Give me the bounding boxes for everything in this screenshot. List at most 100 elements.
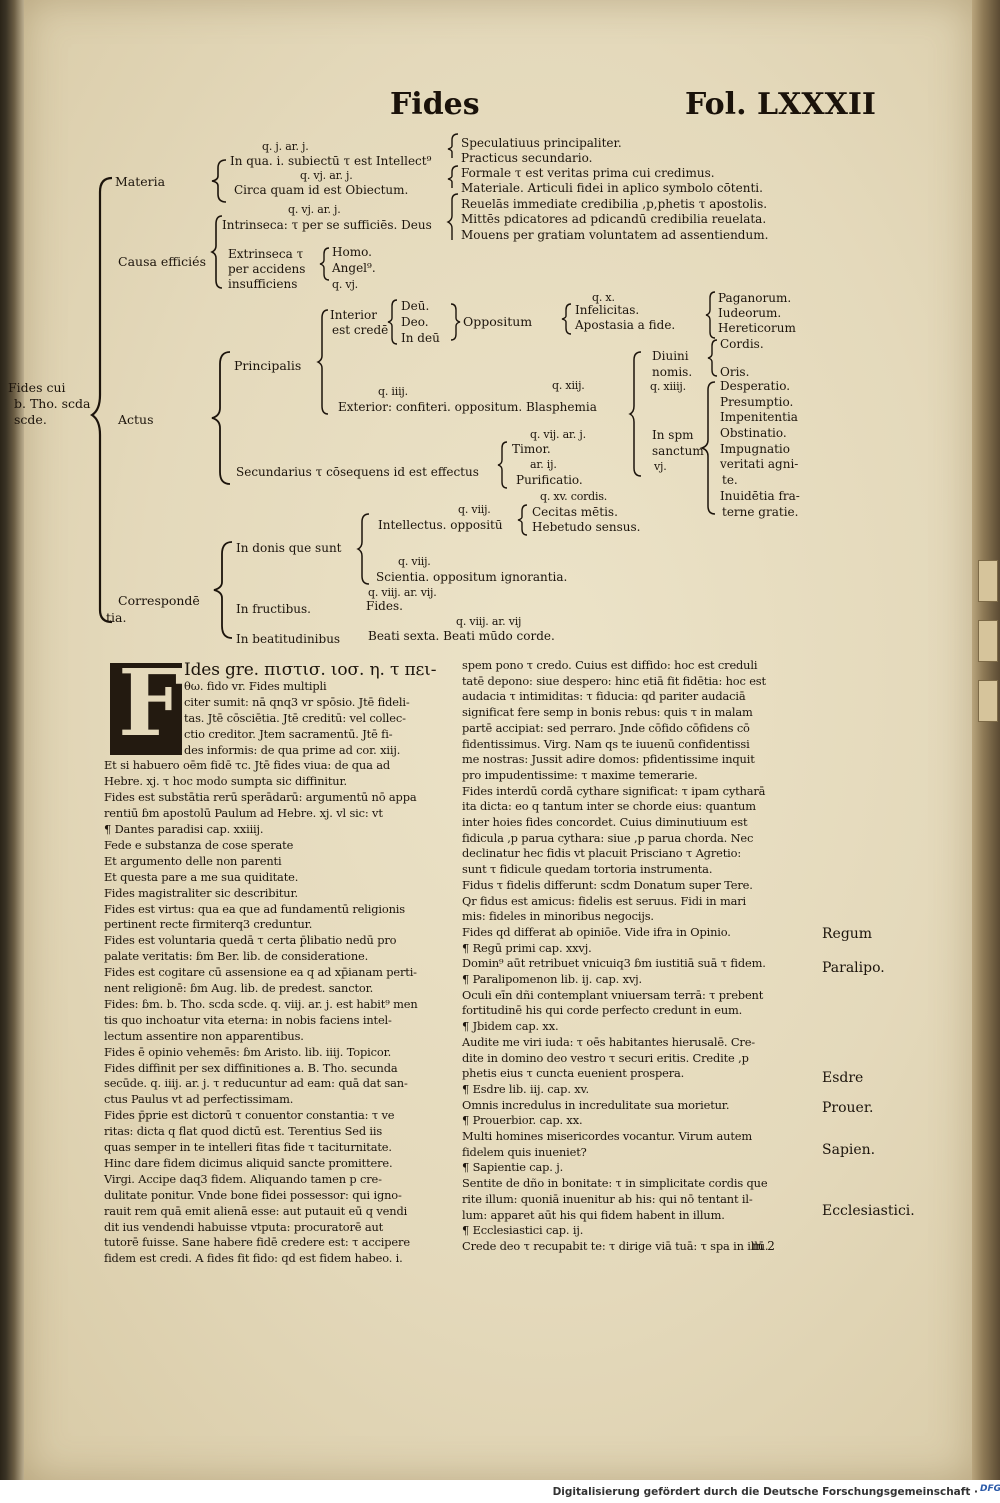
- right-column-line: significat fere semp in bonis rebus: qui…: [462, 705, 753, 719]
- diagram-leaf: Deo.: [401, 315, 429, 329]
- right-column-line: phetis eius τ cuncta euenient prospera.: [462, 1066, 685, 1080]
- reference: q. viij.: [458, 503, 491, 516]
- diagram-leaf: Obstinatio.: [720, 426, 787, 440]
- left-column-line: dulitate ponitur. Vnde bone fidei posses…: [104, 1188, 402, 1202]
- left-column-line: citer sumit: nā qnq3 vr spōsio. Jtē fide…: [184, 695, 410, 709]
- causa-extrinseca: per accidens: [228, 262, 306, 276]
- diagram-leaf: Inuidētia fra-: [720, 489, 800, 503]
- right-column-line: Qr fidus est amicus: fidelis est seruus.…: [462, 894, 747, 908]
- right-column-line: Multi homines misericordes vocantur. Vir…: [462, 1129, 753, 1143]
- right-column-line: fortitudinē his qui corde perfecto credu…: [462, 1003, 743, 1017]
- corr-in-beatitudinibus: In beatitudinibus: [236, 632, 341, 646]
- brace: [319, 247, 330, 281]
- left-column-line: Fides est voluntaria quedā τ certa p̄lib…: [104, 933, 397, 947]
- reference: q. vj. ar. j.: [288, 203, 341, 216]
- right-column-line: dite in domino deo vestro τ securi eriti…: [462, 1051, 749, 1065]
- diagram-leaf: Timor.: [512, 442, 551, 456]
- left-column-line: ¶ Dantes paradisi cap. xxiiij.: [104, 822, 264, 836]
- margin-note: Paralipo.: [822, 960, 885, 976]
- diagram-leaf: Hereticorum: [718, 321, 796, 335]
- diagram-leaf: terne gratie.: [722, 505, 799, 519]
- reference: q. xiij.: [552, 379, 585, 392]
- actus-secundarius: Secundarius τ cōsequens id est effectus: [236, 465, 479, 479]
- right-column-line: Sentite de dño in bonitate: τ in simplic…: [462, 1176, 768, 1190]
- diagram-leaf: Beati sexta. Beati mūdo corde.: [368, 629, 555, 643]
- left-column-line: Hinc dare fidem dicimus aliquid sancte p…: [104, 1156, 393, 1170]
- branch-materia: Materia: [115, 174, 166, 189]
- diagram-leaf: Mittēs pdicatores ad pdicandū credibilia…: [461, 212, 767, 226]
- right-column-line: fidicula ,p parua cythara: siue ,p parua…: [462, 831, 754, 845]
- brace: [356, 513, 370, 585]
- left-column-line: pertinent recte firmiterq3 creduntur.: [104, 917, 313, 931]
- left-column-line: quas semper in te intelleri fitas fide τ…: [104, 1140, 392, 1154]
- causa-extrinseca: insufficiens: [228, 277, 298, 291]
- edge-thumb-tab: [978, 680, 998, 722]
- right-column-line: mis: fideles in minoribus negocijs.: [462, 909, 654, 923]
- brace: [705, 291, 716, 339]
- diagram-leaf: Infelicitas.: [575, 303, 640, 317]
- brace: [707, 339, 718, 377]
- tree-root-line: b. Tho. scda: [14, 396, 91, 411]
- materia-subiectum: In qua. i. subiectū τ est Intellect⁹: [230, 154, 432, 168]
- right-column-line: declinatur hec fidis vt placuit Priscian…: [462, 846, 742, 860]
- left-column-line: tis quo inchoatur vita eterna: in nobis …: [104, 1013, 392, 1027]
- margin-note: Prouer.: [822, 1100, 874, 1116]
- reference: q. vj.: [332, 278, 358, 291]
- left-column-line: Hebre. xj. τ hoc modo sumpta sic diffini…: [104, 774, 348, 788]
- left-column-line: Fede e substanza de cose sperate: [104, 838, 294, 852]
- corr-intellectus: Intellectus. oppositū: [378, 518, 503, 532]
- actus-interior: Interior: [330, 308, 377, 322]
- left-column-line: Et argumento delle non parenti: [104, 854, 282, 868]
- right-column-line: ¶ Esdre lib. iij. cap. xv.: [462, 1082, 589, 1096]
- diagram-leaf: Deū.: [401, 299, 430, 313]
- signature-mark: m 2: [752, 1239, 775, 1253]
- reference: q. iiij.: [378, 385, 408, 398]
- right-column-line: sunt τ fidicule quedam tortoria instrume…: [462, 862, 713, 876]
- diagram-leaf: Reuelās immediate credibilia ,p,phetis τ…: [461, 197, 768, 211]
- left-column-line: Et si habuero oēm fidē τc. Jtē fides viu…: [104, 758, 390, 772]
- left-column-line: rauit rem quā emit alienā esse: aut puta…: [104, 1204, 408, 1218]
- brace: [700, 381, 716, 515]
- left-column-line: nent religionē: ɓm Aug. lib. de predest.…: [104, 981, 374, 995]
- funding-credit: Digitalisierung gefördert durch die Deut…: [552, 1486, 978, 1498]
- left-column-line: secūde. q. iiij. ar. j. τ reducuntur ad …: [104, 1076, 408, 1090]
- right-column-line: partē accipiat: sed perraro. Jnde cōfido…: [462, 721, 750, 735]
- left-column-line: Fides p̄prie est dictorū τ conuentor con…: [104, 1108, 395, 1122]
- diagram-leaf: nomis.: [652, 365, 693, 379]
- margin-note: Ecclesiastici.: [822, 1203, 915, 1219]
- left-column-line: ritas: dicta q flat quod dictū est. Tere…: [104, 1124, 383, 1138]
- diagram-leaf: Apostasia a fide.: [575, 318, 676, 332]
- margin-note: Regum: [822, 926, 873, 942]
- causa-extrinseca: Extrinseca τ: [228, 247, 304, 261]
- brace: [211, 351, 231, 485]
- actus-interior: est credē: [332, 323, 389, 337]
- left-column-line: des informis: de qua prime ad cor. xiij.: [184, 743, 401, 757]
- causa-leaf: Homo.: [332, 245, 372, 259]
- brace: [210, 215, 223, 289]
- left-column-line: Fides diffinit per sex diffinitiones a. …: [104, 1061, 398, 1075]
- right-column-line: ¶ Paralipomenon lib. ij. cap. xvj.: [462, 972, 643, 986]
- diagram-leaf: Desperatio.: [720, 379, 791, 393]
- edge-thumb-tab: [978, 620, 998, 662]
- diagram-leaf: sanctum: [652, 444, 704, 458]
- diagram-leaf: te.: [722, 473, 738, 487]
- left-column-line: Et questa pare a me sua quiditate.: [104, 870, 299, 884]
- right-column-line: Omnis incredulus in incredulitate sua mo…: [462, 1098, 730, 1112]
- book-page: [24, 0, 972, 1480]
- left-column-line: palate veritatis: ɓm Ber. lib. de consid…: [104, 949, 369, 963]
- brace: [446, 133, 459, 240]
- diagram-leaf: Oris.: [720, 365, 750, 379]
- tree-root-line: Fides cui: [8, 380, 66, 395]
- left-column-line: tas. Jtē cōsciētia. Jtē creditū: vel col…: [184, 711, 406, 725]
- reference: q. viij. ar. vij: [456, 615, 522, 628]
- diagram-leaf: Impenitentia: [720, 410, 798, 424]
- right-column-line: rite illum: quoniā inuenitur ab his: qui…: [462, 1192, 753, 1206]
- materia-obiectum: Circa quam id est Obiectum.: [234, 183, 409, 197]
- left-column-line: θω. fido vr. Fides multipli: [184, 679, 327, 693]
- left-column-line: fidem est credi. A fides fit fido: qd es…: [104, 1251, 403, 1265]
- right-column-line: fidelem quis inueniet?: [462, 1145, 587, 1159]
- diagram-leaf: Hebetudo sensus.: [532, 520, 641, 534]
- diagram-leaf: Mouens per gratiam voluntatem ad assenti…: [461, 228, 769, 242]
- reference: q. xiiij.: [650, 380, 686, 393]
